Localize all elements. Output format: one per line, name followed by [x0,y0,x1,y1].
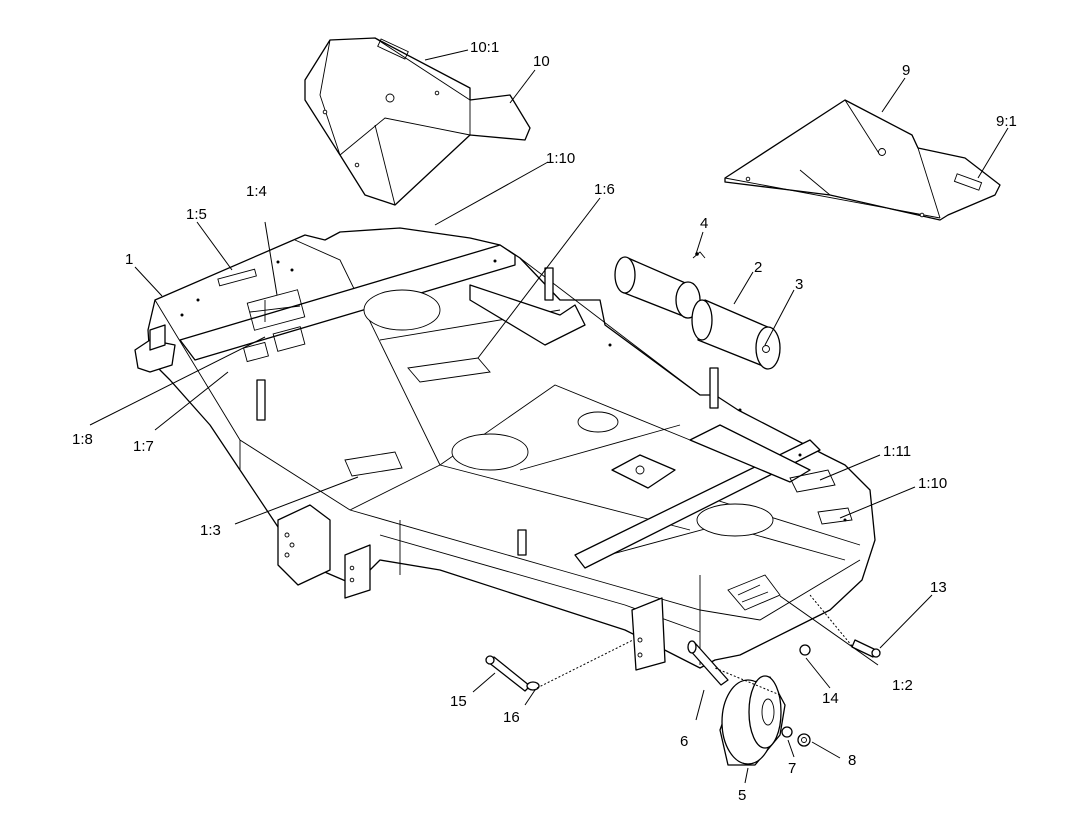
callout-1-8: 1:8 [72,431,93,448]
callout-9-1: 9:1 [996,113,1017,130]
hardware-bolts [485,639,881,692]
mower-deck [134,227,876,671]
callout-10-1: 10:1 [470,39,499,56]
callout-16: 16 [503,709,520,726]
callout-1-3: 1:3 [200,522,221,539]
callout-5: 5 [738,787,746,804]
callout-4: 4 [700,215,708,232]
callout-7: 7 [788,760,796,777]
callout-1-4: 1:4 [246,183,267,200]
callout-3: 3 [795,276,803,293]
callout-1-5: 1:5 [186,206,207,223]
baffle-part-10 [304,37,531,206]
callout-2: 2 [754,259,762,276]
caster-wheel-assembly [687,640,811,766]
leader-lines [89,49,1009,784]
callout-14: 14 [822,690,839,707]
roller-assembly [614,251,781,370]
callout-6: 6 [680,733,688,750]
callout-1-2: 1:2 [892,677,913,694]
baffle-part-9 [724,99,1001,221]
callout-1: 1 [125,251,133,268]
callout-1-10-right: 1:10 [918,475,947,492]
callout-labels: 10:1 10 9 9:1 1:10 1:6 1:4 1:5 1 4 2 3 1… [72,39,1017,804]
callout-15: 15 [450,693,467,710]
callout-1-10-top: 1:10 [546,150,575,167]
callout-13: 13 [930,579,947,596]
callout-1-6: 1:6 [594,181,615,198]
callout-1-7: 1:7 [133,438,154,455]
callout-10: 10 [533,53,550,70]
callout-8: 8 [848,752,856,769]
callout-1-11: 1:11 [883,443,911,460]
callout-9: 9 [902,62,910,79]
